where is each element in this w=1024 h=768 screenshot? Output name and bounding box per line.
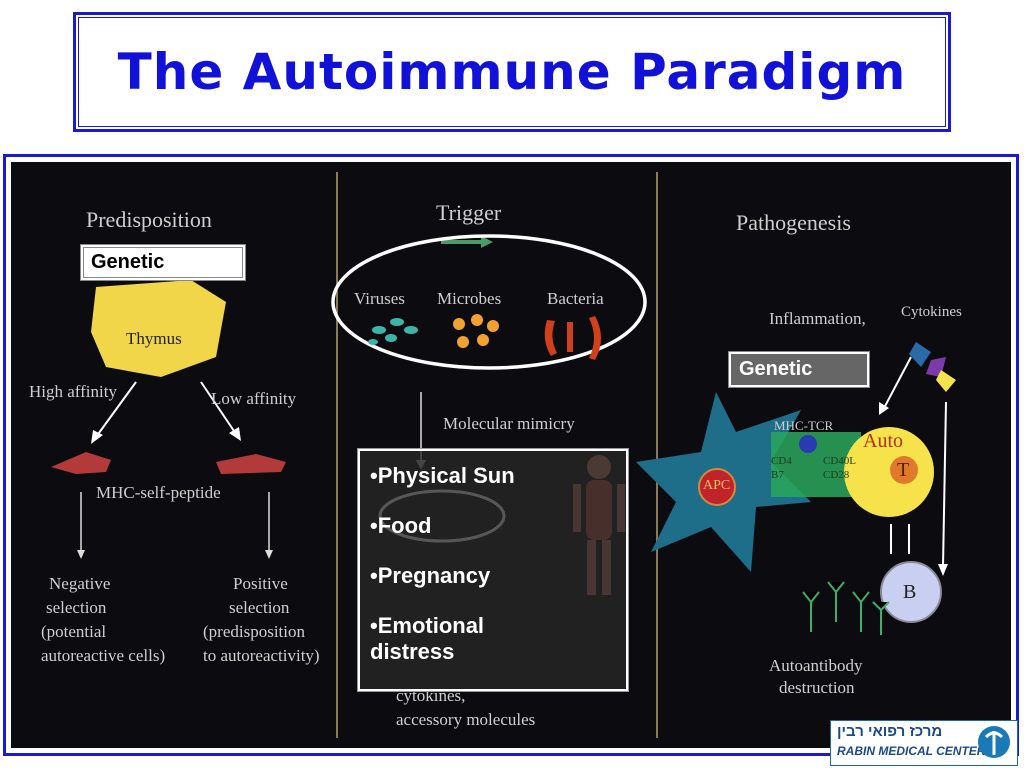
list-item-pregnancy: •Pregnancy	[370, 563, 491, 588]
positive-selection-text: Positive selection (predisposition to au…	[203, 574, 320, 665]
heading-trigger: Trigger	[436, 200, 502, 225]
t-label: T	[897, 459, 910, 481]
trigger-bottom-text: cytokines, accessory molecules	[396, 686, 536, 729]
molecular-mimicry-label: Molecular mimicry	[443, 414, 575, 433]
cytokines-label: Cytokines	[901, 304, 962, 320]
low-affinity-label: Low affinity	[211, 389, 297, 408]
mhc-left-shape	[51, 452, 111, 474]
thymus-label: Thymus	[126, 329, 182, 348]
mhc-right-shape	[216, 454, 286, 474]
list-item-food: •Food	[370, 513, 432, 538]
virus-dots	[368, 318, 418, 345]
rabin-logo: מרכז רפואי רבין RABIN MEDICAL CENTER	[830, 720, 1018, 766]
cd40l-cd28-labels: CD40L CD28	[823, 455, 856, 481]
b-cell	[880, 561, 942, 623]
logo-emblem-icon	[978, 726, 1010, 758]
arrow-genetic	[882, 356, 912, 411]
mhc-tcr-label: MHC-TCR	[774, 418, 834, 433]
heading-predisposition: Predisposition	[86, 207, 212, 232]
divider-right	[656, 172, 658, 738]
thymus-shape	[91, 280, 226, 377]
list-item-physical-sun: •Physical Sun	[370, 463, 515, 488]
apc-nucleus	[698, 468, 736, 506]
negative-selection-text: Negative selection (potential autoreacti…	[41, 574, 166, 665]
arrow-cytokine-down	[942, 401, 947, 568]
bacteria-shapes	[544, 316, 601, 360]
genetic-label-right: Genetic	[729, 352, 869, 387]
pathogen-oval	[331, 234, 647, 370]
auto-t-cell	[844, 427, 934, 517]
trigger-list-box: •Physical Sun •Food •Pregnancy •Emotiona…	[358, 449, 628, 691]
apc-label: APC	[703, 478, 731, 493]
microbe-dots	[453, 314, 499, 348]
arrow-low-affinity	[200, 381, 237, 435]
heading-pathogenesis: Pathogenesis	[736, 210, 851, 235]
t-nucleus	[890, 456, 918, 484]
cytokine-shape-1	[909, 342, 931, 367]
autoantibody-text: Autoantibody destruction	[769, 656, 863, 697]
arrow-high-affinity	[95, 381, 137, 438]
list-item-distress: distress	[370, 639, 455, 664]
auto-label: Auto	[863, 430, 903, 452]
diagram-image: Predisposition Genetic Thymus High affin…	[11, 162, 1011, 748]
cd4-b7-labels: CD4 B7	[771, 455, 792, 481]
logo-hebrew-text: מרכז רפואי רבין	[837, 723, 943, 740]
list-item-emotional: •Emotional	[370, 613, 485, 638]
mhc-dot	[799, 435, 817, 453]
b-label: B	[903, 581, 917, 603]
bacteria-label: Bacteria	[547, 289, 604, 308]
inflammation-label: Inflammation,	[769, 309, 866, 328]
genetic-label-left: Genetic	[81, 245, 245, 280]
viruses-label: Viruses	[354, 289, 405, 308]
microbes-label: Microbes	[437, 289, 502, 308]
diagram-panel: Predisposition Genetic Thymus High affin…	[3, 154, 1019, 756]
logo-english-text: RABIN MEDICAL CENTER	[837, 744, 986, 758]
title-box: The Autoimmune Paradigm	[73, 12, 951, 132]
high-affinity-label: High affinity	[29, 382, 117, 401]
antibody-shapes	[802, 581, 890, 635]
mhc-self-peptide-label: MHC-self-peptide	[96, 483, 221, 502]
slide-title: The Autoimmune Paradigm	[117, 43, 907, 101]
divider-left	[336, 172, 338, 738]
